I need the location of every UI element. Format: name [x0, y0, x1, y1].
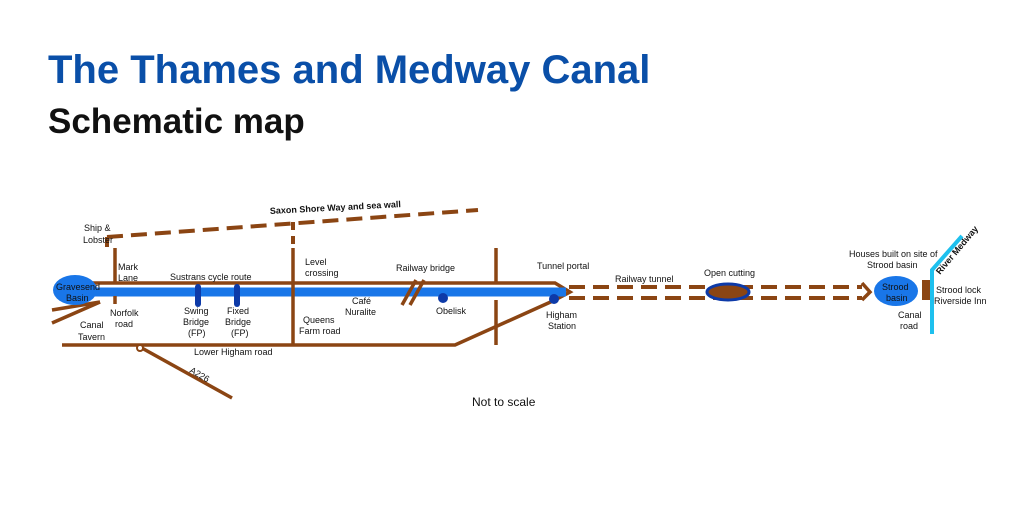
cafe-label-1: Café [352, 296, 371, 306]
norfolk-road-label-1: Norfolk [110, 308, 139, 318]
river-medway-label: River Medway [934, 224, 980, 276]
railway-tunnel-label: Railway tunnel [615, 274, 674, 284]
swing-bridge-label-2: Bridge [183, 317, 209, 327]
canal-tavern-road-2 [51, 300, 101, 312]
riverside-inn-label: Riverside Inn [934, 296, 987, 306]
ship-lobster-label-1: Ship & [84, 223, 111, 233]
canal-tavern-label-2: Tavern [78, 332, 105, 342]
gravesend-basin-label-1: Gravesend [56, 282, 100, 292]
swing-bridge-label-3: (FP) [188, 328, 206, 338]
norfolk-road-label-2: road [115, 319, 133, 329]
cafe-label-2: Nuralite [345, 307, 376, 317]
not-to-scale-label: Not to scale [472, 395, 536, 409]
sustrans-label: Sustrans cycle route [170, 272, 252, 282]
level-crossing-label-2: crossing [305, 268, 339, 278]
obelisk-label: Obelisk [436, 306, 467, 316]
strood-portal [860, 281, 873, 302]
queens-farm-label-2: Farm road [299, 326, 341, 336]
railway-bridge-mark-2 [408, 279, 426, 306]
fixed-bridge-label-1: Fixed [227, 306, 249, 316]
level-crossing-label-1: Level [305, 257, 327, 267]
gravesend-basin-label-2: Basin [66, 293, 89, 303]
higham-station-label-1: Higham [546, 310, 577, 320]
page-subtitle: Schematic map [48, 102, 305, 141]
mark-lane-label-2: Lane [118, 273, 138, 283]
fixed-bridge-label-2: Bridge [225, 317, 251, 327]
canal-road-label-1: Canal [898, 310, 922, 320]
open-cutting-label: Open cutting [704, 268, 755, 278]
higham-station-marker [549, 294, 559, 304]
saxon-shore-way [106, 208, 479, 239]
strood-basin [874, 276, 918, 306]
canal-road-label-2: road [900, 321, 918, 331]
canal-tavern-road [51, 300, 101, 325]
strood-basin-label-2: basin [886, 293, 908, 303]
lower-higham-road [62, 298, 556, 347]
mark-lane-label-1: Mark [118, 262, 138, 272]
lower-higham-road-label: Lower Higham road [194, 347, 273, 357]
saxon-shore-label: Saxon Shore Way and sea wall [270, 199, 402, 216]
river-medway [930, 234, 964, 334]
fixed-bridge-label-3: (FP) [231, 328, 249, 338]
tunnel-portal-label: Tunnel portal [537, 261, 589, 271]
obelisk-marker [438, 293, 448, 303]
strood-lock [922, 280, 930, 300]
houses-label-1: Houses built on site of [849, 249, 938, 259]
strood-lock-label: Strood lock [936, 285, 982, 295]
railway-bridge-label: Railway bridge [396, 263, 455, 273]
strood-basin-label-1: Strood [882, 282, 909, 292]
queens-farm-label-1: Queens [303, 315, 335, 325]
a226-road [139, 345, 233, 400]
gravesend-basin [53, 275, 97, 305]
houses-label-2: Strood basin [867, 260, 918, 270]
railway-bridge-mark-1 [400, 279, 418, 306]
ship-lobster-label-2: Lobster [83, 235, 113, 245]
swing-bridge-label-1: Swing [184, 306, 209, 316]
higham-station-label-2: Station [548, 321, 576, 331]
canal-tavern-label-1: Canal [80, 320, 104, 330]
open-cutting [705, 282, 751, 302]
a226-junction [136, 344, 144, 352]
page-title: The Thames and Medway Canal [48, 48, 651, 92]
